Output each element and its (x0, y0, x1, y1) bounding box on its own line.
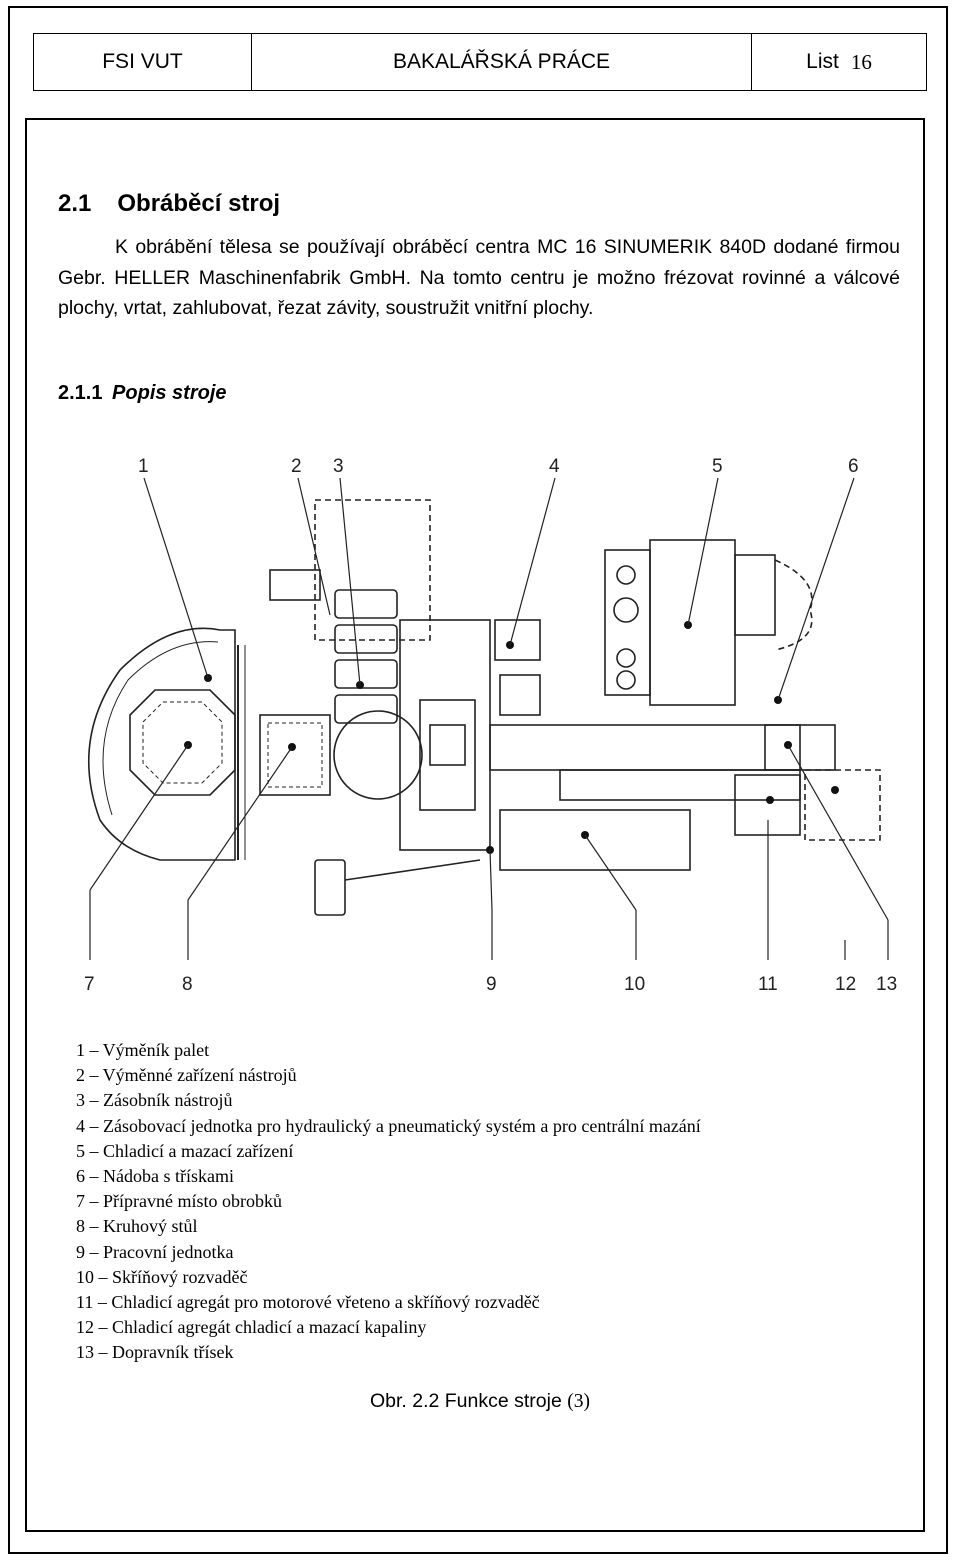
work-unit-column (399, 619, 491, 851)
rotary-table-circle (333, 710, 423, 800)
machine-diagram: 1 2 3 4 5 6 7 8 9 10 11 12 13 (60, 440, 920, 1000)
diagram-label-5: 5 (712, 456, 723, 477)
legend-item: 5 – Chladicí a mazací zařízení (76, 1140, 294, 1161)
legend-item: 12 – Chladicí agregát chladicí a mazací … (76, 1317, 427, 1338)
diagram-label-4: 4 (549, 456, 560, 477)
legend-item: 11 – Chladicí agregát pro motorové vřete… (76, 1292, 540, 1313)
legend-item: 3 – Zásobník nástrojů (76, 1090, 233, 1111)
section-title: Obráběcí stroj (117, 190, 281, 217)
legend-item: 6 – Nádoba s třískami (76, 1166, 234, 1187)
subsection-heading: 2.1.1 Popis stroje (58, 382, 227, 405)
subsection-title: Popis stroje (112, 382, 227, 404)
rotary-table-block (259, 714, 331, 796)
legend-item: 13 – Dopravník třísek (76, 1342, 234, 1363)
header-document-type: BAKALÁŘSKÁ PRÁCE (252, 34, 752, 90)
diagram-label-3: 3 (333, 456, 344, 477)
header-page-value: 16 (850, 49, 872, 74)
subsection-number: 2.1.1 (58, 382, 103, 404)
diagram-label-12: 12 (835, 974, 856, 995)
legend-item: 9 – Pracovní jednotka (76, 1241, 234, 1262)
diagram-label-2: 2 (291, 456, 302, 477)
legend-item: 2 – Výměnné zařízení nástrojů (76, 1065, 297, 1086)
diagram-label-13: 13 (876, 974, 897, 995)
pallet-changer-outline (87, 627, 236, 861)
legend-item: 4 – Zásobovací jednotka pro hydraulický … (76, 1115, 701, 1136)
octagonal-pallet (129, 689, 236, 796)
diagram-label-6: 6 (848, 456, 859, 477)
page-border (8, 6, 948, 1554)
diagram-label-1: 1 (138, 456, 149, 477)
section-heading: 2.1 Obráběcí stroj (58, 190, 280, 218)
caption-reference: (3) (567, 1391, 590, 1412)
legend-item: 1 – Výměník palet (76, 1040, 210, 1060)
caption-text: Obr. 2.2 Funkce stroje (369, 1390, 562, 1412)
content-frame (25, 118, 925, 1532)
figure-caption: Obr. 2.2 Funkce stroje (3) (0, 1390, 960, 1413)
switch-cabinet (499, 809, 691, 871)
section-number: 2.1 (58, 190, 92, 217)
header-page-label: List (806, 50, 839, 73)
legend-item: 7 – Přípravné místo obrobků (76, 1191, 282, 1212)
page-header: FSI VUT BAKALÁŘSKÁ PRÁCE List 16 (33, 33, 927, 91)
section-paragraph: K obrábění tělesa se používají obráběcí … (58, 236, 900, 319)
machine-diagram-svg: 1 2 3 4 5 6 7 8 9 10 11 12 13 (84, 456, 897, 995)
diagram-label-8: 8 (182, 974, 193, 995)
header-institution: FSI VUT (34, 34, 252, 90)
diagram-label-9: 9 (486, 974, 497, 995)
machine-bed (489, 724, 801, 771)
tool-changer-box (269, 569, 321, 601)
diagram-label-11: 11 (758, 974, 778, 995)
figure-legend: 1 – Výměník palet 2 – Výměnné zařízení n… (76, 1038, 701, 1366)
diagram-label-7: 7 (84, 974, 95, 995)
diagram-label-10: 10 (624, 974, 645, 995)
legend-item: 8 – Kruhový stůl (76, 1216, 198, 1237)
coolant-unit (649, 539, 736, 706)
dashed-enclosure (314, 499, 431, 641)
legend-item: 10 – Skříňový rozvaděč (76, 1266, 248, 1287)
header-page-number: List 16 (752, 34, 926, 90)
